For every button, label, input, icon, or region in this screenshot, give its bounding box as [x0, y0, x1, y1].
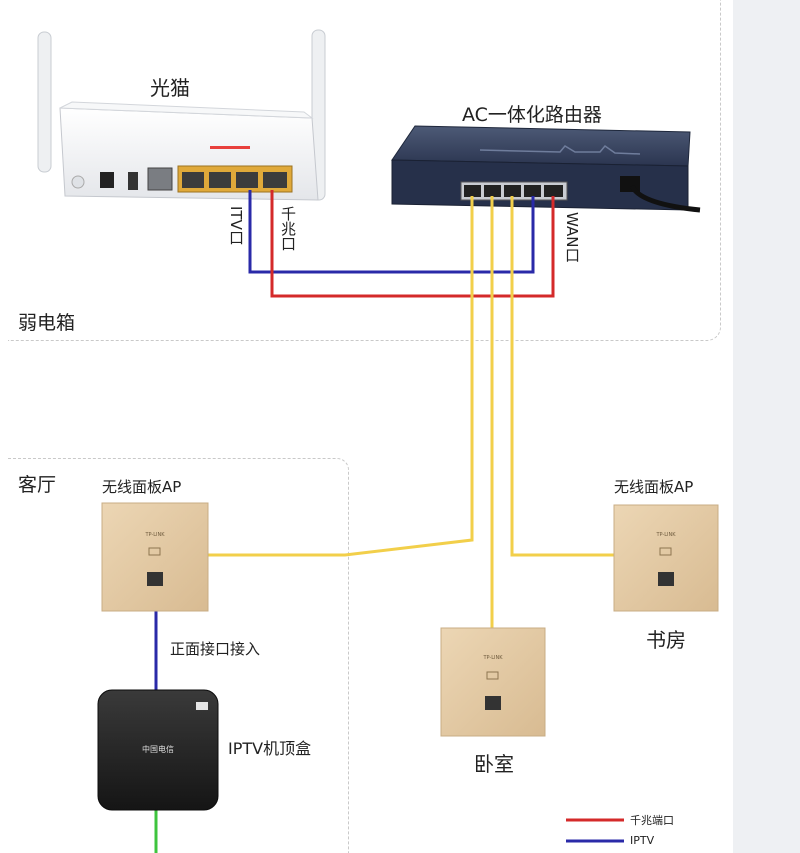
ap-bedroom-led — [486, 671, 499, 680]
modem-port-1 — [182, 172, 204, 188]
wan-port-label: WAN口 — [563, 212, 581, 263]
router-port-1 — [464, 185, 481, 197]
ap-living-panel — [101, 502, 209, 612]
modem-usb-port — [128, 172, 138, 190]
ap-bedroom-port — [485, 696, 501, 710]
modem-power-port — [100, 172, 114, 188]
living-room-label: 客厅 — [18, 474, 57, 496]
optical-modem-label: 光猫 — [150, 76, 190, 100]
front-port-label: 正面接口接入 — [170, 640, 261, 658]
ap-bedroom: TP-LINK — [440, 627, 546, 737]
living-room-zone — [8, 458, 349, 853]
ac-router — [391, 125, 701, 213]
legend-gigabit-label: 千兆端口 — [630, 814, 674, 827]
stb-indicator — [196, 702, 208, 710]
ap-bedroom-brand: TP-LINK — [482, 655, 503, 661]
router-port-2 — [484, 185, 501, 197]
ap-study-label: 无线面板AP — [614, 478, 694, 496]
optical-modem — [37, 29, 326, 201]
stb-body — [97, 689, 219, 811]
iptv-set-top-box: 中国电信 — [97, 689, 219, 811]
ap-bedroom-panel — [440, 627, 546, 737]
cable-lan-study — [510, 196, 614, 557]
study-label: 书房 — [646, 628, 686, 652]
ap-study-brand: TP-LINK — [655, 532, 676, 538]
router-top — [391, 125, 691, 167]
router-power-cable — [629, 184, 701, 213]
ap-study-led — [659, 547, 672, 556]
ap-living-room: TP-LINK — [101, 502, 209, 612]
legend-iptv-label: IPTV — [630, 834, 655, 847]
diagram-canvas: TP-LINK TP-LINK TP-LINK 中国电信 — [37, 29, 719, 853]
ap-study-port — [658, 572, 674, 586]
weak-box-zone — [8, 0, 721, 341]
ap-living-led — [148, 547, 161, 556]
modem-port-2 — [209, 172, 231, 188]
ac-router-label: AC一体化路由器 — [462, 104, 602, 126]
ap-living-brand: TP-LINK — [144, 532, 165, 538]
ap-living-port — [147, 572, 163, 586]
stb-brand: 中国电信 — [142, 744, 174, 754]
itv-port-label: ITV口 — [227, 206, 245, 245]
cable-gigabit — [270, 190, 555, 298]
ap-living-label: 无线面板AP — [102, 478, 182, 496]
ap-study-panel — [613, 504, 719, 612]
cable-iptv — [248, 190, 535, 274]
weak-box-label: 弱电箱 — [18, 312, 76, 334]
router-port-3 — [504, 185, 521, 197]
iptv-box-label: IPTV机顶盒 — [228, 739, 312, 758]
router-port-wan — [544, 185, 563, 197]
modem-port-3 — [236, 172, 258, 188]
ap-study: TP-LINK — [613, 504, 719, 612]
cable-lan-living — [206, 196, 474, 557]
router-top-pattern — [479, 144, 641, 155]
modem-top — [59, 101, 314, 119]
modem-phone-port — [147, 167, 173, 191]
modem-antenna-left — [37, 31, 52, 173]
modem-power-jack — [71, 175, 85, 189]
cables — [154, 190, 614, 853]
gigabit-port-label: 千兆口 — [279, 206, 297, 251]
modem-logo-strip — [210, 146, 250, 149]
side-panel — [733, 0, 800, 853]
bedroom-label: 卧室 — [474, 752, 514, 776]
router-port-4 — [524, 185, 541, 197]
modem-port-4 — [263, 172, 287, 188]
